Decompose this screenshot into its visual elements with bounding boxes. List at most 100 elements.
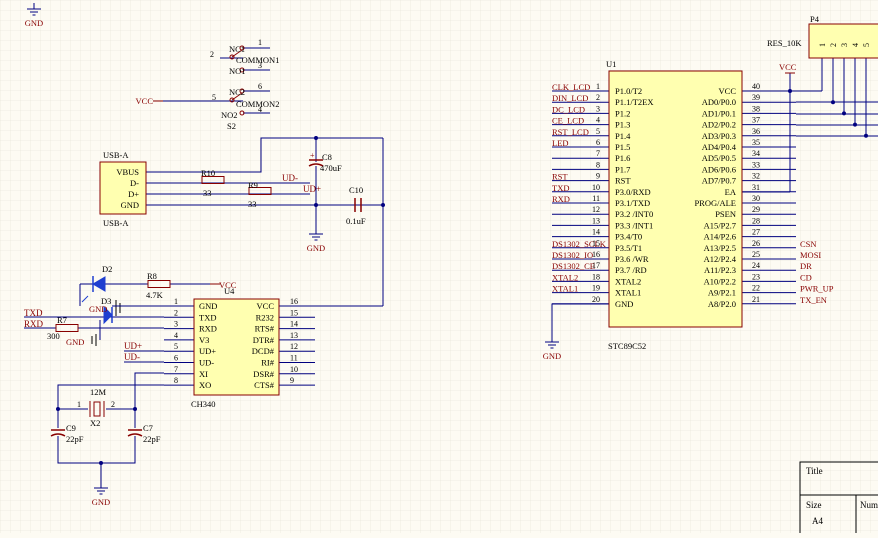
s2-nc1: NC1 xyxy=(229,44,245,54)
usb-footer: USB-A xyxy=(103,218,129,228)
mcu-gnd-wire xyxy=(551,303,609,336)
c7-junction xyxy=(133,407,137,411)
mcu-left-net-19: XTAL1 xyxy=(552,284,578,294)
ch340-right-name-9: CTS# xyxy=(254,380,275,390)
mcu-right-net-25: MOSI xyxy=(800,250,821,260)
usb-ground xyxy=(309,228,323,241)
mcu-right-name-23: A10/P2.2 xyxy=(704,276,736,286)
title-block-size-value: A4 xyxy=(812,516,823,526)
ch340-right-num-9: 9 xyxy=(290,376,294,385)
d2-led xyxy=(92,276,106,292)
mcu-right-name-34: AD5/P0.5 xyxy=(702,153,736,163)
ch340-left-name-7: XI xyxy=(199,369,208,379)
gnd2-label: GND xyxy=(66,337,84,347)
ground-label: GND xyxy=(25,18,43,28)
xi-wire xyxy=(134,372,164,409)
usb-pin-3: GND xyxy=(121,200,139,210)
mcu-right-num-33: 33 xyxy=(752,160,760,169)
mcu-right-name-33: AD6/P0.6 xyxy=(702,164,736,174)
x2-freq: 12M xyxy=(90,387,107,397)
mcu-right-name-28: A15/P2.7 xyxy=(704,220,736,230)
r8-value: 4.7K xyxy=(146,290,164,300)
ch340-designator: U4 xyxy=(224,286,235,296)
mcu-left-name-17: P3.7 /RD xyxy=(615,265,647,275)
mcu-right-num-23: 23 xyxy=(752,272,760,281)
mcu-part: STC89C52 xyxy=(608,341,646,351)
c7-value: 22pF xyxy=(143,434,161,444)
mcu-left-net-16: DS1302_IO xyxy=(552,250,593,260)
mcu-ground xyxy=(545,336,559,349)
mcu-right-num-21: 21 xyxy=(752,295,760,304)
usb-pin-2: D+ xyxy=(128,189,139,199)
x2-designator: X2 xyxy=(90,418,100,428)
r8-label: R8 xyxy=(147,271,157,281)
mcu-left-name-8: P1.7 xyxy=(615,164,630,174)
ch340-left-name-2: TXD xyxy=(199,312,216,322)
mcu-left-name-19: XTAL1 xyxy=(615,288,641,298)
c8-value: 470uF xyxy=(320,163,342,173)
s2-pin4: 4 xyxy=(258,105,262,114)
ground-label: GND xyxy=(543,351,561,361)
mcu-right-num-28: 28 xyxy=(752,216,760,225)
mcu-left-num-2: 2 xyxy=(596,93,600,102)
s2-no1: NO1 xyxy=(229,66,246,76)
mcu-left-net-18: XTAL2 xyxy=(552,272,578,282)
ch340-left-name-8: XO xyxy=(199,380,211,390)
ch340-left-name-6: UD- xyxy=(199,358,214,368)
ch340-right-num-14: 14 xyxy=(290,320,298,329)
mcu-right-num-22: 22 xyxy=(752,284,760,293)
p4-body xyxy=(808,23,878,59)
ch340-left-num-4: 4 xyxy=(174,331,178,340)
r10-label: R10 xyxy=(201,168,215,178)
mcu-left-num-14: 14 xyxy=(592,228,600,237)
s2-pin3: 3 xyxy=(258,61,262,70)
mcu-left-num-5: 5 xyxy=(596,127,600,136)
parts-layer: + xyxy=(27,3,878,538)
usb-net-dp: UD+ xyxy=(303,184,321,194)
vcc-pin40-junction xyxy=(788,89,792,93)
ch340-left-num-3: 3 xyxy=(174,320,178,329)
mcu-body xyxy=(608,70,743,328)
ch340-right-name-11: RI# xyxy=(261,358,275,368)
mcu-right-name-31: EA xyxy=(725,187,737,197)
mcu-right-name-26: A13/P2.5 xyxy=(704,243,736,253)
r7-resistor xyxy=(55,324,79,332)
c7-capacitor-curved xyxy=(127,433,143,437)
d3-label: D3 xyxy=(101,296,111,306)
mcu-left-num-13: 13 xyxy=(592,216,600,225)
ch340-right-name-16: VCC xyxy=(257,301,275,311)
mcu-right-name-39: AD0/P0.0 xyxy=(702,97,736,107)
r9-resistor xyxy=(248,187,272,195)
p4-resistor-label: RES_10K xyxy=(767,38,802,48)
ch340-right-name-12: DCD# xyxy=(252,346,275,356)
mcu-right-num-34: 34 xyxy=(752,149,760,158)
mcu-right-net-24: DR xyxy=(800,261,812,271)
mcu-left-num-3: 3 xyxy=(596,104,600,113)
vbus-junction xyxy=(314,136,318,140)
mcu-vcc-label: VCC xyxy=(779,62,797,72)
c10-junction xyxy=(381,203,385,207)
mcu-right-num-30: 30 xyxy=(752,194,760,203)
mcu-left-num-1: 1 xyxy=(596,82,600,91)
mcu-left-num-9: 9 xyxy=(596,172,600,181)
mcu-left-num-10: 10 xyxy=(592,183,600,192)
ch340-left-name-4: V3 xyxy=(199,335,209,345)
s2-pin5: 5 xyxy=(212,93,216,102)
c9-capacitor-curved xyxy=(50,433,66,437)
usb-pin-0: VBUS xyxy=(116,167,139,177)
mcu-left-name-18: XTAL2 xyxy=(615,276,641,286)
mcu-left-net-3: DC_LCD xyxy=(552,104,585,114)
mcu-right-name-25: A12/P2.4 xyxy=(704,254,737,264)
p4-pin-1: 1 xyxy=(818,43,827,47)
mcu-left-num-18: 18 xyxy=(592,272,600,281)
mcu-left-num-8: 8 xyxy=(596,160,600,169)
net-txd: TXD xyxy=(24,308,43,318)
mcu-left-num-16: 16 xyxy=(592,250,600,259)
p4-pin-5: 5 xyxy=(862,43,871,47)
ch340-right-num-16: 16 xyxy=(290,297,298,306)
s2-common2: COMMON2 xyxy=(236,99,279,109)
mcu-left-net-10: TXD xyxy=(552,183,569,193)
mcu-right-num-29: 29 xyxy=(752,205,760,214)
usb-header: USB-A xyxy=(103,150,129,160)
